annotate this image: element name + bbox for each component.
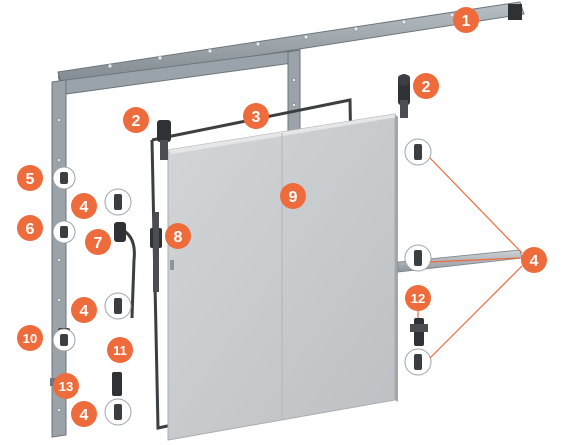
door-stop (410, 318, 428, 346)
svg-text:7: 7 (94, 235, 103, 252)
callout-1: 1 (453, 7, 479, 33)
roller-trolley-left (157, 120, 171, 160)
svg-text:4: 4 (80, 199, 89, 216)
svg-text:12: 12 (411, 291, 425, 306)
door-handle (114, 222, 136, 319)
callout-11: 11 (107, 337, 133, 363)
door-panel (167, 113, 398, 441)
svg-text:2: 2 (422, 79, 431, 96)
rail-end-stop (508, 4, 522, 20)
callout-5: 5 (17, 165, 43, 191)
callout-13: 13 (53, 373, 79, 399)
svg-text:4: 4 (530, 253, 539, 270)
callout-4-left-bottom: 4 (71, 401, 97, 427)
callout-2-left: 2 (123, 107, 149, 133)
svg-text:4: 4 (80, 407, 89, 424)
callout-4-right: 4 (521, 247, 547, 273)
callout-3: 3 (243, 103, 269, 129)
svg-text:10: 10 (23, 331, 37, 346)
svg-text:13: 13 (59, 379, 73, 394)
svg-text:11: 11 (113, 343, 127, 358)
callout-6: 6 (17, 215, 43, 241)
svg-text:2: 2 (132, 113, 141, 130)
callout-4-left-top: 4 (71, 193, 97, 219)
roller-trolley-right (398, 74, 410, 118)
svg-text:1: 1 (462, 13, 471, 30)
callout-4-left-mid: 4 (71, 297, 97, 323)
svg-text:4: 4 (80, 303, 89, 320)
callout-7: 7 (85, 229, 111, 255)
callout-8: 8 (165, 223, 191, 249)
leader-lines (417, 157, 523, 359)
svg-text:5: 5 (26, 171, 35, 188)
svg-text:9: 9 (289, 189, 298, 206)
svg-text:6: 6 (26, 221, 35, 238)
callout-12: 12 (405, 285, 431, 311)
floor-guide (112, 372, 122, 396)
clamp-icons (60, 144, 422, 420)
svg-text:8: 8 (174, 229, 183, 246)
svg-text:3: 3 (252, 109, 261, 126)
callouts: 1 2 2 3 4 4 4 4 5 6 7 8 9 10 11 12 13 (17, 7, 547, 427)
callout-10: 10 (17, 325, 43, 351)
callout-9: 9 (280, 183, 306, 209)
callout-2-right: 2 (413, 73, 439, 99)
door-lock (150, 212, 162, 292)
